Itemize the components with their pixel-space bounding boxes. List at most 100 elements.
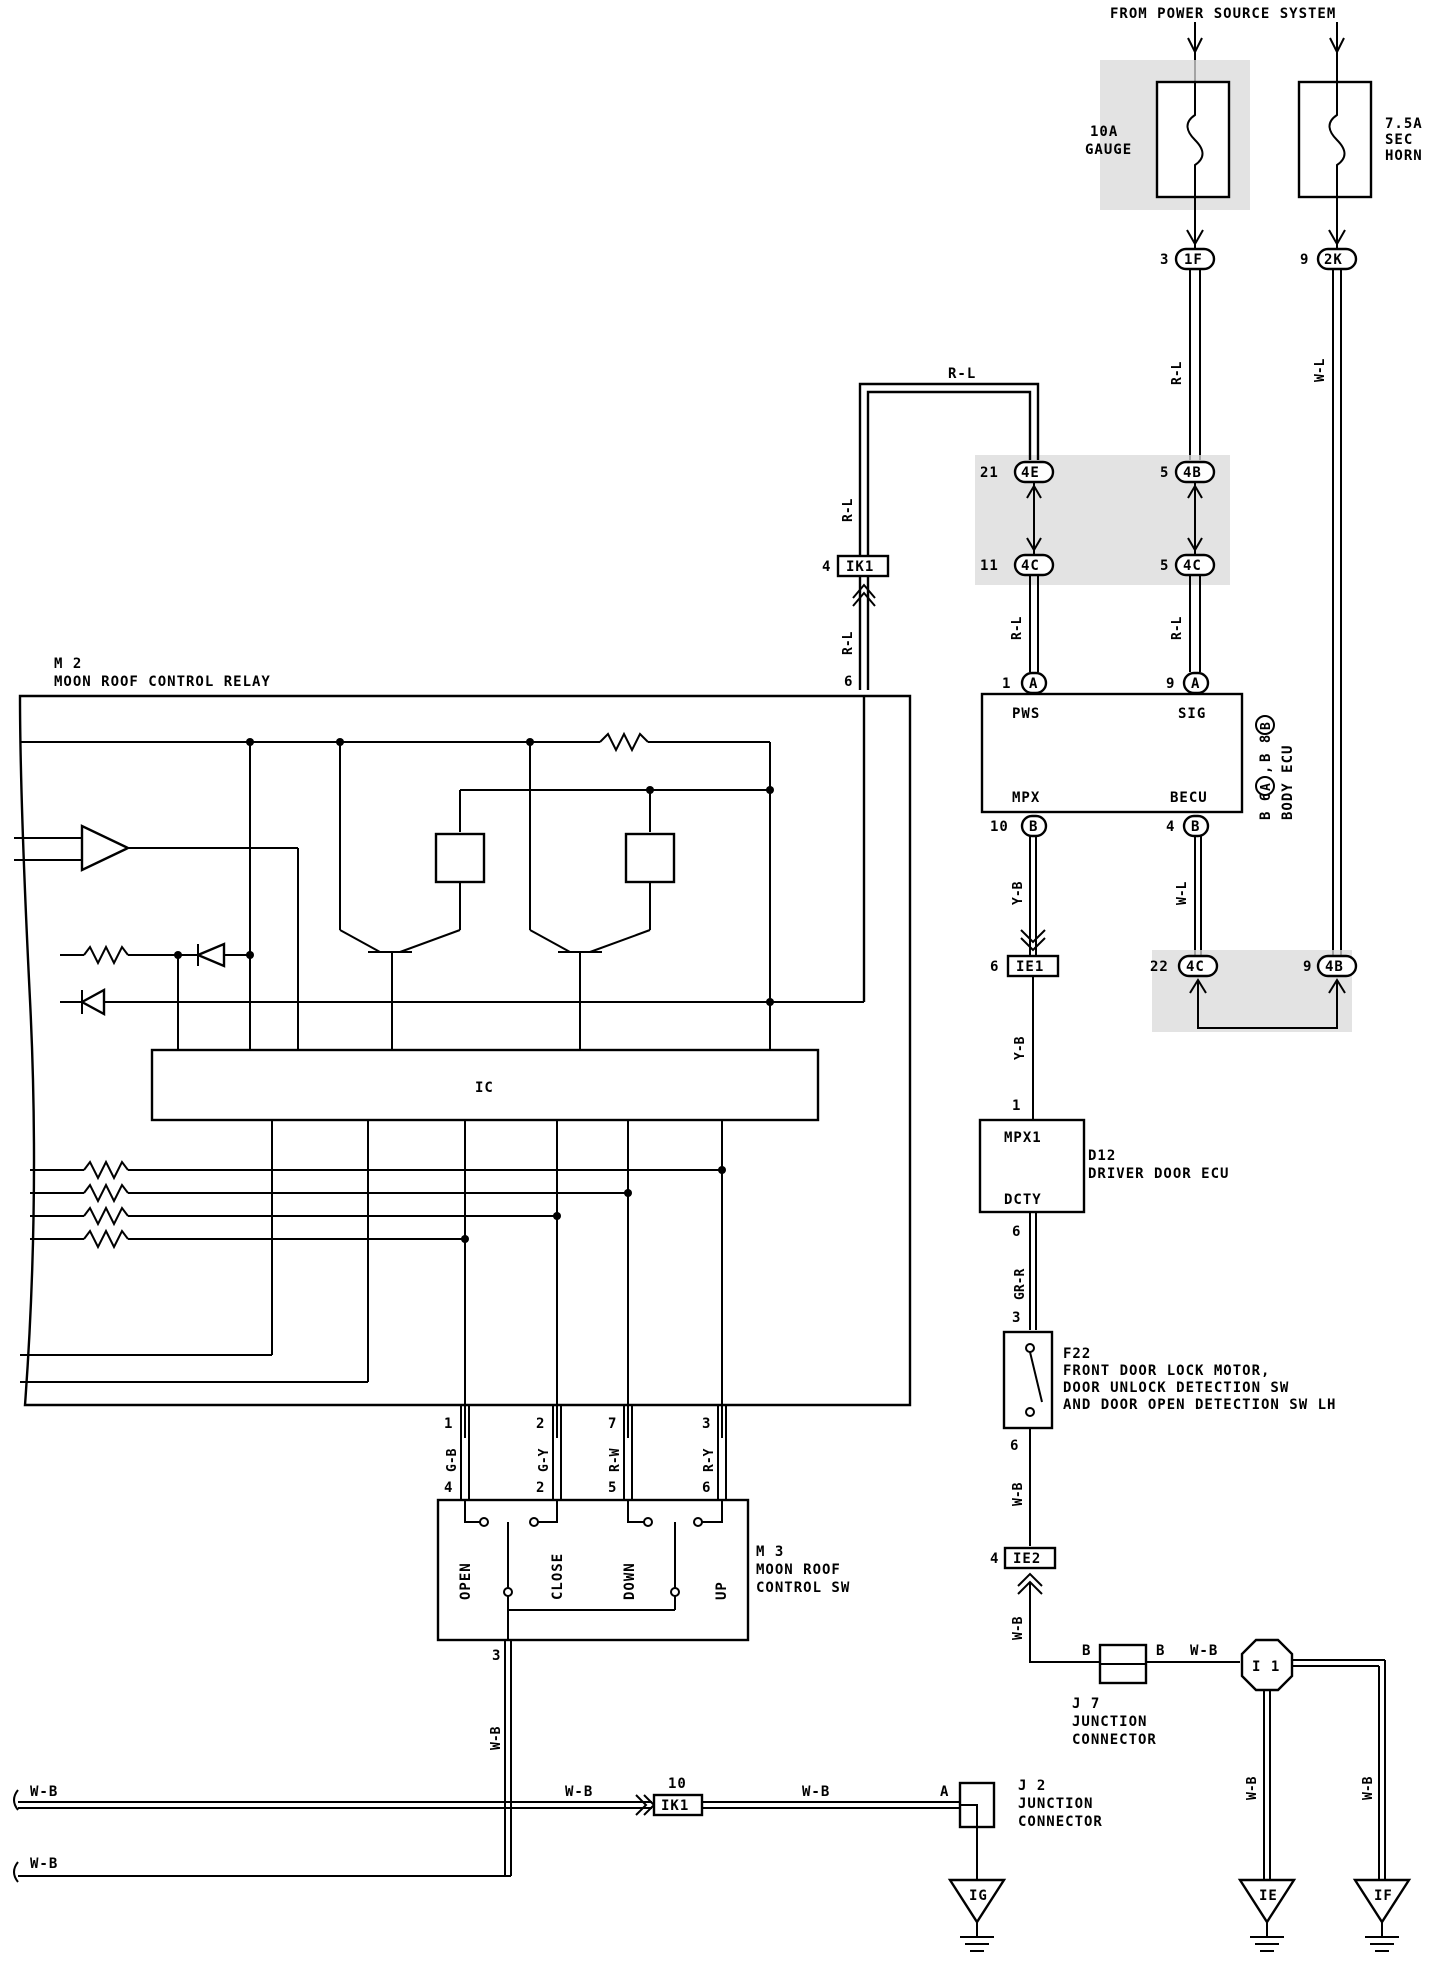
wire-wl-becu: W-L bbox=[1175, 881, 1190, 905]
wire-wb-j7: W-B bbox=[1190, 1643, 1218, 1659]
switch-name2: CONTROL SW bbox=[756, 1580, 850, 1596]
svg-text:,: , bbox=[1258, 765, 1274, 774]
wire-wb-left-2: W-B bbox=[30, 1856, 58, 1872]
fuse2-rating: 7.5A bbox=[1385, 116, 1423, 132]
conn-4c-bot-id: 4C bbox=[1186, 959, 1205, 975]
j7-junction-connector bbox=[1098, 1643, 1148, 1685]
svg-text:A: A bbox=[1259, 783, 1274, 791]
ground-ie-label: IE bbox=[1259, 1888, 1278, 1904]
j2-name2: CONNECTOR bbox=[1018, 1814, 1103, 1830]
door-ecu-dcty: DCTY bbox=[1004, 1192, 1042, 1208]
wire-wb-switch: W-B bbox=[489, 1726, 504, 1750]
wire-ry: R-Y bbox=[702, 1448, 717, 1472]
switch-close: CLOSE bbox=[550, 1553, 566, 1600]
lock-motor-line3: AND DOOR OPEN DETECTION SW LH bbox=[1063, 1397, 1336, 1413]
svg-text:B: B bbox=[1259, 722, 1274, 730]
ground-ig-label: IG bbox=[969, 1888, 988, 1904]
fuse2-name2: HORN bbox=[1385, 148, 1423, 164]
switch-name1: MOON ROOF bbox=[756, 1562, 841, 1578]
conn-ie2-id: IE2 bbox=[1013, 1551, 1041, 1567]
conn-ie1-pin: 6 bbox=[990, 959, 999, 975]
conn-ie1-id: IE1 bbox=[1016, 959, 1044, 975]
wire-rl-loop: R-L bbox=[948, 366, 976, 382]
wire-wb-f22: W-B bbox=[1011, 1482, 1026, 1506]
switch-up: UP bbox=[714, 1581, 730, 1600]
fuse1-name: GAUGE bbox=[1085, 142, 1132, 158]
conn-ik1-bot-pin: 10 bbox=[668, 1776, 687, 1792]
door-ecu-pin1: 1 bbox=[1012, 1098, 1021, 1114]
wire-rw: R-W bbox=[608, 1448, 623, 1472]
j2-pin: A bbox=[940, 1784, 949, 1800]
fuse1-rating: 10A bbox=[1090, 124, 1118, 140]
relay-pin-top-3: 7 bbox=[608, 1416, 617, 1432]
wire-gy: G-Y bbox=[537, 1448, 552, 1472]
moon-roof-switch-box bbox=[436, 1498, 750, 1642]
wire-rl-ik1-upper: R-L bbox=[841, 498, 856, 522]
conn-a-pws-id: A bbox=[1029, 676, 1038, 692]
wire-rl-4c-mid: R-L bbox=[1170, 616, 1185, 640]
relay-pin-top-4: 3 bbox=[702, 1416, 711, 1432]
door-ecu-mpx1: MPX1 bbox=[1004, 1130, 1042, 1146]
body-ecu-box bbox=[980, 692, 1244, 814]
ground-ie bbox=[1237, 1878, 1297, 1952]
wire-yb-upper: Y-B bbox=[1011, 881, 1026, 905]
relay-input-lines bbox=[20, 1120, 726, 1438]
relay-internal-circuit bbox=[14, 696, 866, 1050]
conn-1f-pin: 3 bbox=[1160, 252, 1169, 268]
svg-text:BODY ECU: BODY ECU bbox=[1280, 745, 1296, 820]
svg-text:B 6: B 6 bbox=[1258, 792, 1274, 820]
j7-id: J 7 bbox=[1072, 1696, 1100, 1712]
conn-4e-id: 4E bbox=[1021, 465, 1040, 481]
conn-b-becu-pin: 4 bbox=[1166, 819, 1175, 835]
switch-id: M 3 bbox=[756, 1544, 784, 1560]
door-ecu-id: D12 bbox=[1088, 1148, 1116, 1164]
switch-pin3: 3 bbox=[492, 1648, 501, 1664]
switch-pin-2: 2 bbox=[536, 1480, 545, 1496]
j7-name1: JUNCTION bbox=[1072, 1714, 1147, 1730]
conn-ie2-pin: 4 bbox=[990, 1551, 999, 1567]
conn-4b-bot-id: 4B bbox=[1325, 959, 1344, 975]
conn-4b-top-id: 4B bbox=[1183, 465, 1202, 481]
body-ecu-pws: PWS bbox=[1012, 706, 1040, 722]
j2-name1: JUNCTION bbox=[1018, 1796, 1093, 1812]
relay-to-switch-wires bbox=[460, 1405, 727, 1500]
lock-motor-pin3: 3 bbox=[1012, 1310, 1021, 1326]
lock-motor-switch bbox=[1002, 1330, 1054, 1430]
wire-grr: GR-R bbox=[1013, 1269, 1028, 1300]
relay-pin6: 6 bbox=[844, 674, 853, 690]
lock-motor-line2: DOOR UNLOCK DETECTION SW bbox=[1063, 1380, 1289, 1396]
body-ecu-label: B 6 A , B 8 B BODY ECU bbox=[1255, 715, 1296, 820]
body-ecu-becu: BECU bbox=[1170, 790, 1208, 806]
conn-4c-mid-pin: 5 bbox=[1160, 558, 1169, 574]
conn-4c-left-pin: 11 bbox=[980, 558, 999, 574]
wire-wb-left-1: W-B bbox=[30, 1784, 58, 1800]
conn-4c-mid-id: 4C bbox=[1183, 558, 1202, 574]
wire-wb-ie: W-B bbox=[1245, 1776, 1260, 1800]
j7-pin-b-right: B bbox=[1156, 1643, 1165, 1659]
wire-wb-if: W-B bbox=[1361, 1776, 1376, 1800]
wire-wb-ie2: W-B bbox=[1011, 1616, 1026, 1640]
relay-pin-top-2: 2 bbox=[536, 1416, 545, 1432]
fuse-10a-gauge bbox=[1155, 80, 1231, 199]
lock-motor-id: F22 bbox=[1063, 1346, 1091, 1362]
power-source-title: FROM POWER SOURCE SYSTEM bbox=[1110, 6, 1336, 22]
switch-pin-6: 6 bbox=[702, 1480, 711, 1496]
wire-rl-4c-left: R-L bbox=[1010, 616, 1025, 640]
body-ecu-sig: SIG bbox=[1178, 706, 1206, 722]
conn-ik1-top-id: IK1 bbox=[846, 559, 874, 575]
switch-down: DOWN bbox=[622, 1562, 638, 1600]
wire-rl-1f: R-L bbox=[1170, 361, 1185, 385]
door-ecu-name: DRIVER DOOR ECU bbox=[1088, 1166, 1229, 1182]
ground-if-label: IF bbox=[1374, 1888, 1393, 1904]
conn-4b-bot-pin: 9 bbox=[1303, 959, 1312, 975]
relay-box bbox=[18, 694, 912, 1407]
svg-text:B 8: B 8 bbox=[1258, 734, 1274, 762]
j2-id: J 2 bbox=[1018, 1778, 1046, 1794]
conn-1f-id: 1F bbox=[1184, 252, 1203, 268]
j2-junction-connector bbox=[958, 1781, 996, 1829]
conn-b-becu-id: B bbox=[1191, 819, 1200, 835]
switch-pin-5: 5 bbox=[608, 1480, 617, 1496]
conn-a-sig-pin: 9 bbox=[1166, 676, 1175, 692]
conn-a-pws-pin: 1 bbox=[1002, 676, 1011, 692]
